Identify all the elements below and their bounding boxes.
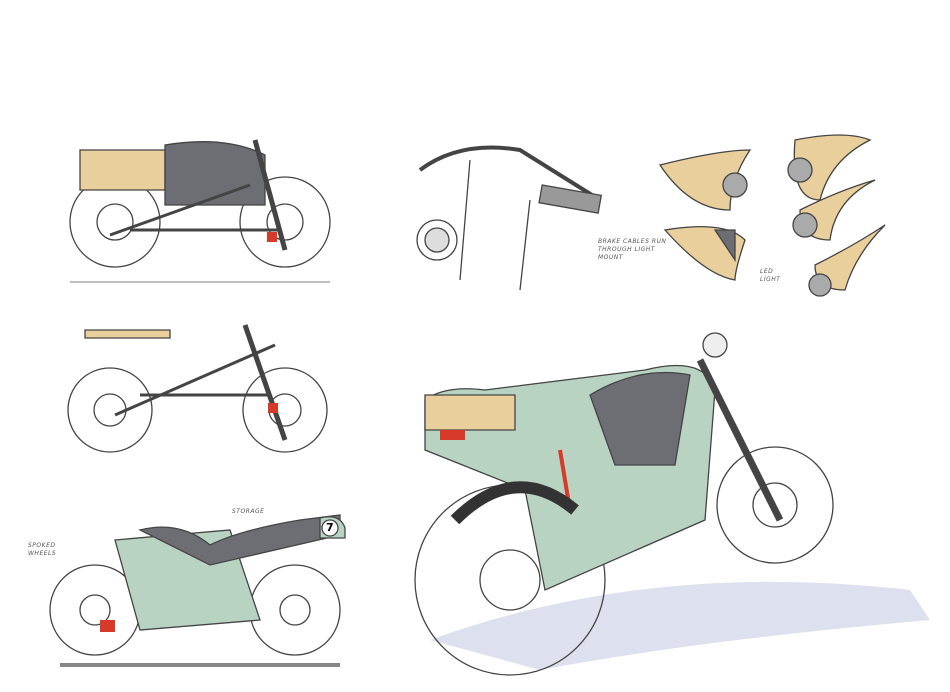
main-bike-sketch: [414, 332, 930, 676]
bike-sketch-1: [69, 139, 331, 283]
annotation-brake-cables: BRAKE CABLES RUN THROUGH LIGHT MOUNT: [598, 238, 667, 261]
handlebar-detail-sketch: [416, 145, 603, 291]
bike-sketch-3: [49, 514, 346, 667]
annotation-spoked-wheels: SPOKED WHEELS: [28, 542, 57, 557]
annotation-storage: STORAGE: [232, 508, 265, 515]
bike-sketch-2: [67, 324, 328, 453]
light-mount-sketches: [658, 134, 886, 297]
number-plate: 7: [326, 521, 334, 534]
annotation-led-light: LED LIGHT: [760, 268, 781, 283]
